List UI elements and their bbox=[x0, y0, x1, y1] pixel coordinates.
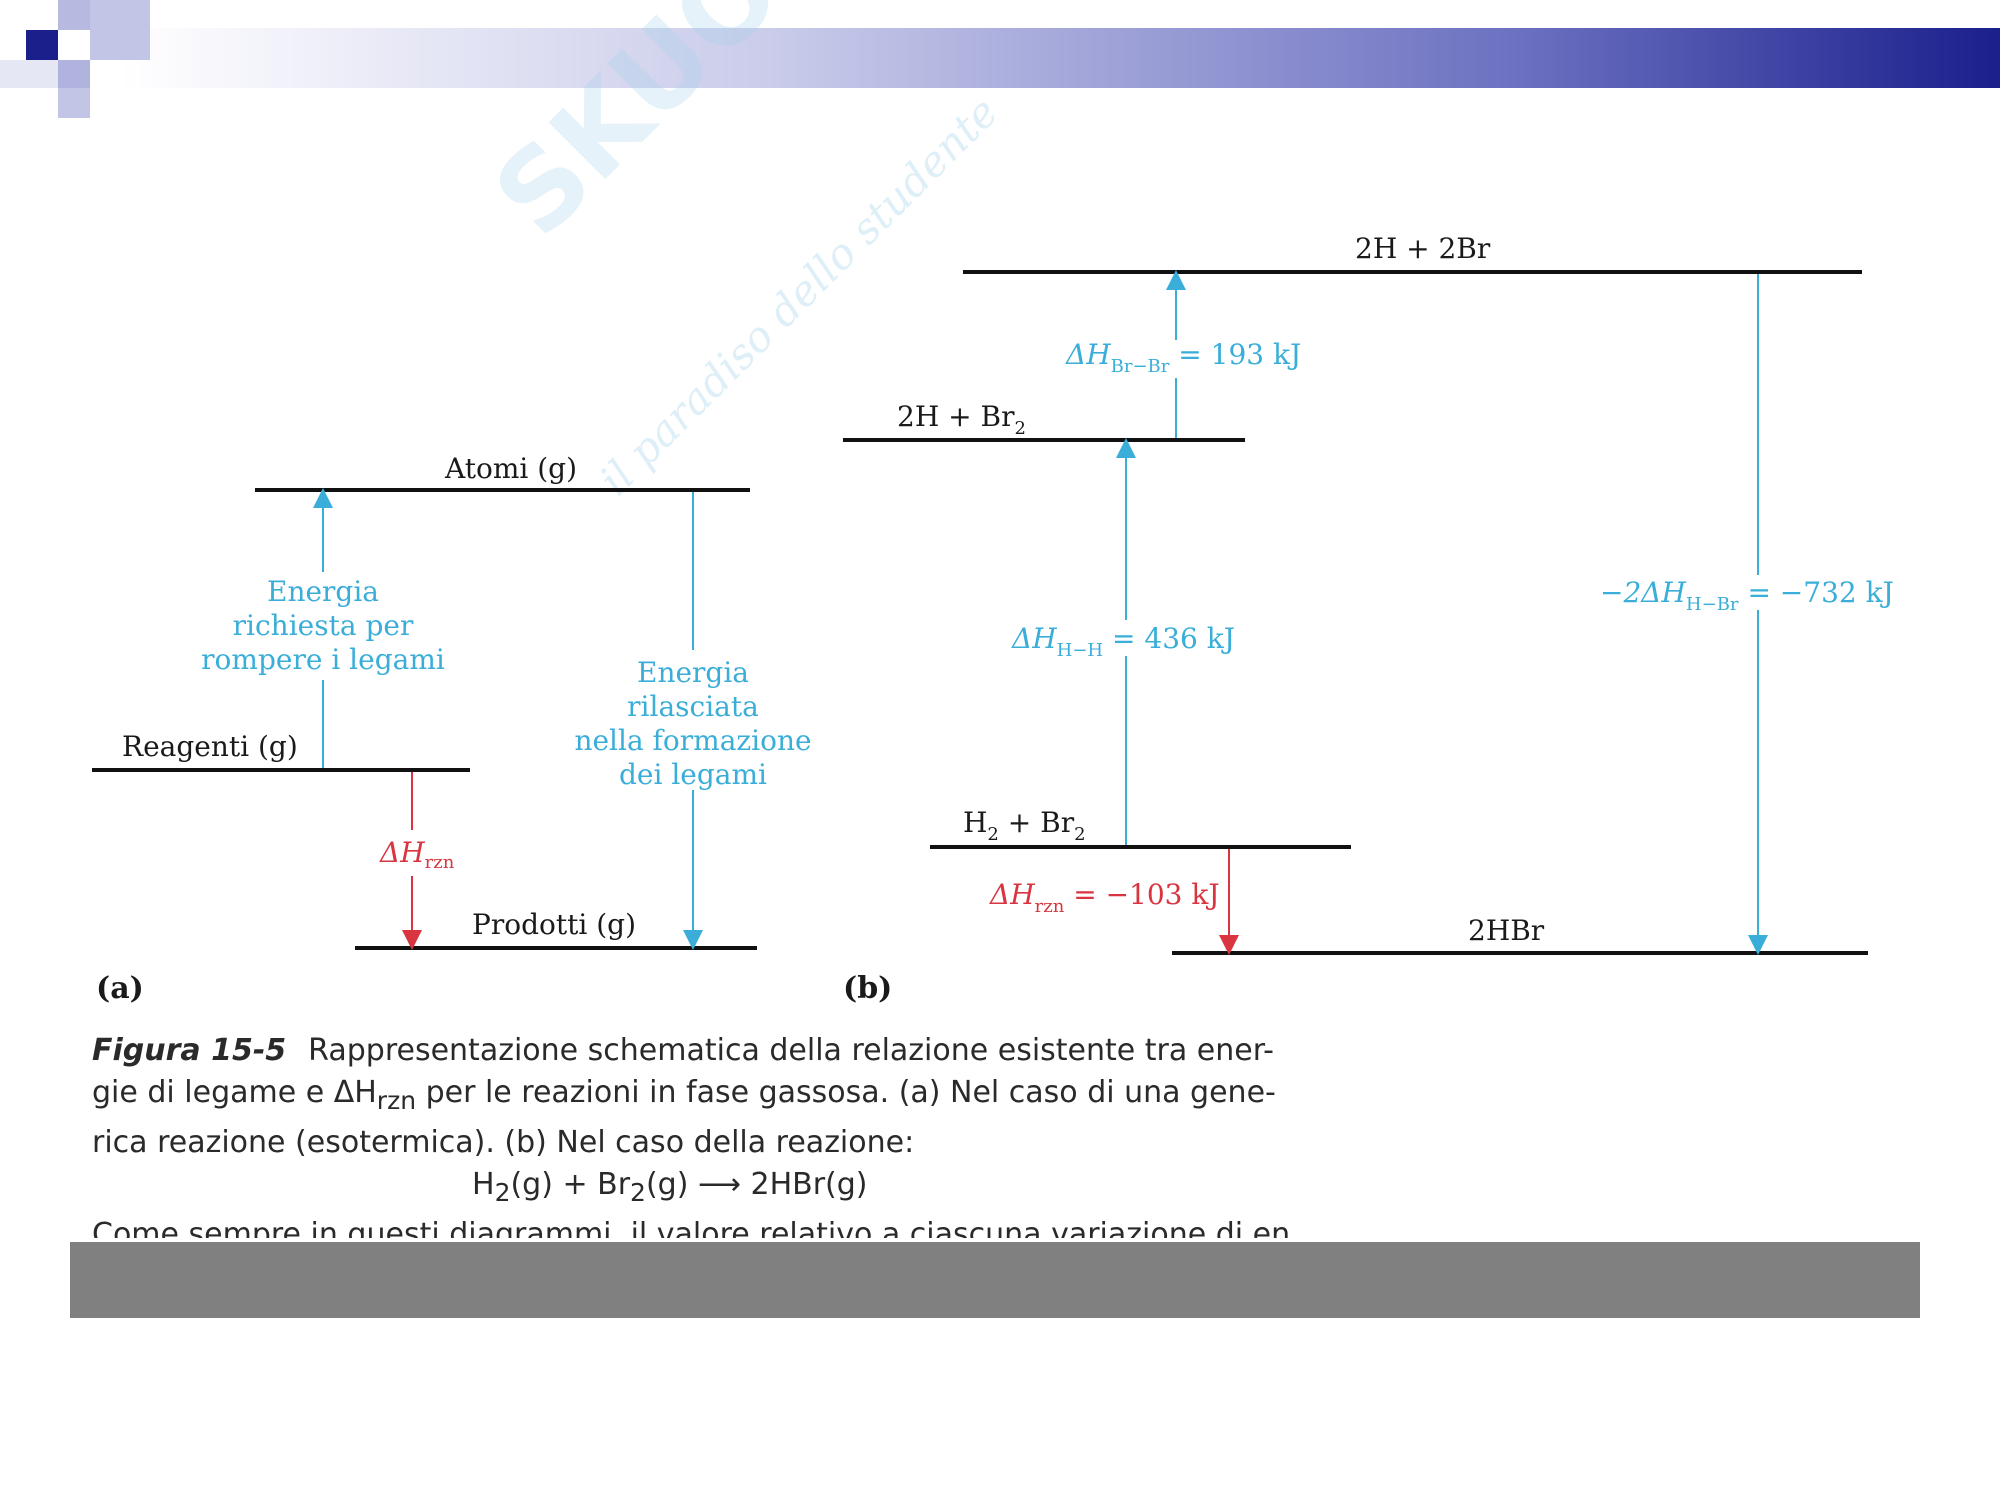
panel-b: 2H + 2Br 2H + Br2 H2 + Br2 2HBr ΔHBr−Br … bbox=[843, 232, 1894, 1006]
gray-overlay-bar bbox=[70, 1242, 1920, 1318]
banner-square-light bbox=[58, 0, 90, 30]
label-dh-rzn-b: ΔHrzn = −103 kJ bbox=[989, 878, 1220, 917]
panel-a: Atomi (g) Reagenti (g) Prodotti (g) Ener… bbox=[92, 452, 812, 1006]
caption-line-2: gie di legame e ΔHrzn per le reazioni in… bbox=[92, 1075, 1276, 1115]
panel-a-tag: (a) bbox=[96, 971, 144, 1006]
label-break-bonds-2: richiesta per bbox=[233, 609, 414, 642]
label-products: Prodotti (g) bbox=[472, 908, 636, 941]
label-dh-hh: ΔHH−H = 436 kJ bbox=[1011, 622, 1235, 661]
banner-gradient-bar bbox=[120, 28, 2000, 88]
caption-line-1: Figura 15-5 Rappresentazione schematica d… bbox=[92, 1030, 1292, 1072]
label-form-bonds-3: nella formazione bbox=[574, 724, 811, 757]
label-form-bonds-2: rilasciata bbox=[627, 690, 759, 723]
label-form-bonds-4: dei legami bbox=[619, 758, 767, 791]
label-2hbr: 2HBr bbox=[1468, 914, 1545, 947]
caption-equation: H2(g) + Br2(g) ⟶ 2HBr(g) bbox=[472, 1167, 868, 1207]
label-break-bonds-3: rompere i legami bbox=[201, 643, 445, 676]
panel-b-tag: (b) bbox=[843, 971, 892, 1006]
label-h2-br2: H2 + Br2 bbox=[963, 806, 1086, 845]
banner-square-mid bbox=[90, 0, 150, 60]
caption-text-1: Rappresentazione schematica della relazi… bbox=[308, 1033, 1274, 1068]
label-dh-rzn-a: ΔHrzn bbox=[379, 836, 455, 873]
label-2h-br2: 2H + Br2 bbox=[897, 400, 1026, 439]
banner-square-dark bbox=[26, 30, 58, 60]
label-dh-hbr: −2ΔHH−Br = −732 kJ bbox=[1600, 576, 1894, 615]
banner-square-left bbox=[0, 60, 58, 88]
banner-square-mid2 bbox=[58, 60, 90, 88]
label-form-bonds-1: Energia bbox=[637, 656, 749, 689]
figure-caption: Figura 15-5 Rappresentazione schematica d… bbox=[92, 1030, 1292, 1238]
label-reactants: Reagenti (g) bbox=[122, 730, 298, 763]
caption-figure-number: Figura 15-5 bbox=[92, 1033, 287, 1068]
banner-square-small bbox=[58, 88, 90, 118]
label-atoms: Atomi (g) bbox=[444, 452, 577, 485]
label-dh-brbr: ΔHBr−Br = 193 kJ bbox=[1065, 338, 1301, 377]
caption-line-cut: Come sempre in questi diagrammi, il valo… bbox=[92, 1217, 1291, 1238]
label-2h-2br: 2H + 2Br bbox=[1355, 232, 1491, 265]
caption-line-3: rica reazione (esotermica). (b) Nel caso… bbox=[92, 1125, 915, 1160]
label-break-bonds-1: Energia bbox=[267, 575, 379, 608]
header-banner bbox=[0, 0, 2000, 118]
